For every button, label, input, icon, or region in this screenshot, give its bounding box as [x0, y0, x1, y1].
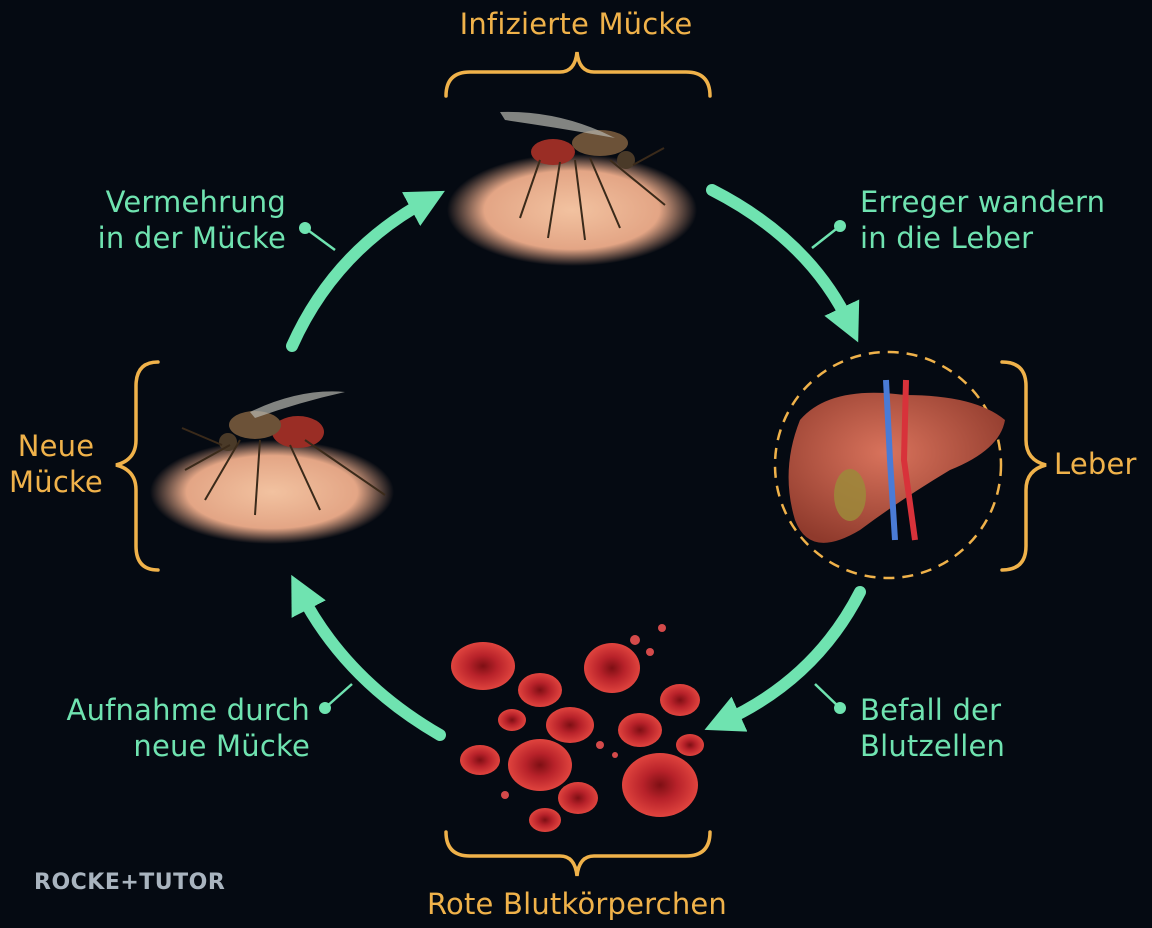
- liver-circle: [773, 350, 1003, 580]
- arrow-blood-to-new-mosquito: [291, 574, 446, 741]
- label-uptake: Aufnahme durch neue Mücke: [66, 693, 310, 763]
- arrow-new-mosquito-to-infected: [286, 190, 445, 352]
- red-blood-cells-illustration: [451, 624, 704, 832]
- leader-lines: [299, 220, 846, 714]
- label-new-mosquito: Neue Mücke: [9, 429, 103, 499]
- left-bracket: [115, 360, 160, 572]
- label-to-liver: Erreger wandern in die Leber: [860, 185, 1106, 255]
- cycle-arrows: [286, 184, 866, 741]
- liver-illustration: [788, 379, 1005, 543]
- arrow-liver-to-blood: [704, 586, 866, 732]
- label-blood-infection: Befall der Blutzellen: [860, 693, 1006, 763]
- arrow-mosquito-to-liver: [706, 184, 860, 343]
- brand-logo-text: ROCKE+TUTOR: [34, 870, 226, 895]
- label-liver: Leber: [1054, 447, 1137, 481]
- infected-mosquito-illustration: [447, 111, 697, 266]
- label-infected-mosquito: Infizierte Mücke: [459, 7, 693, 41]
- bottom-bracket: [444, 830, 712, 877]
- label-red-blood-cells: Rote Blutkörperchen: [426, 887, 728, 921]
- top-bracket: [444, 51, 712, 98]
- new-mosquito-illustration: [150, 391, 394, 544]
- right-bracket: [1000, 360, 1047, 572]
- label-multiplication: Vermehrung in der Mücke: [97, 185, 286, 255]
